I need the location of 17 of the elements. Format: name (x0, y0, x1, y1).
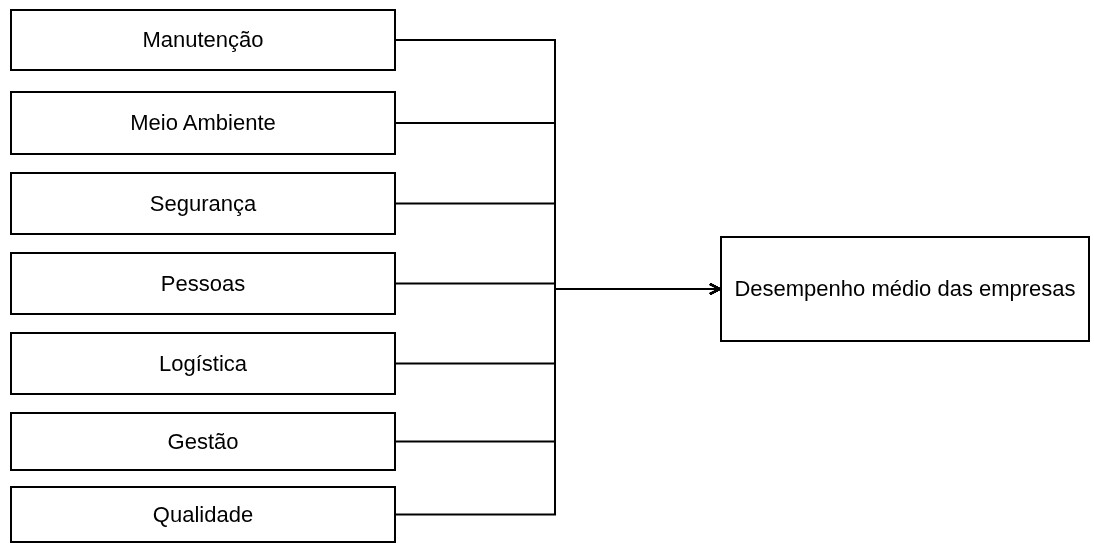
box-label: Logística (158, 349, 248, 378)
box-label: Pessoas (160, 269, 246, 298)
box-label: Desempenho médio das empresas (734, 275, 1076, 304)
process-box (10, 91, 396, 155)
process-box (10, 9, 396, 71)
process-box (10, 252, 396, 315)
process-box (10, 332, 396, 395)
box-label: Gestão (167, 427, 239, 456)
process-box (10, 172, 396, 235)
process-box (10, 412, 396, 471)
box-label: Segurança (149, 189, 257, 218)
box-label: Meio Ambiente (130, 109, 276, 138)
connector-arrow (395, 283, 721, 516)
box-label: Qualidade (152, 500, 254, 529)
box-label: Manutenção (142, 26, 264, 55)
process-box (720, 236, 1090, 342)
process-box (10, 486, 396, 543)
